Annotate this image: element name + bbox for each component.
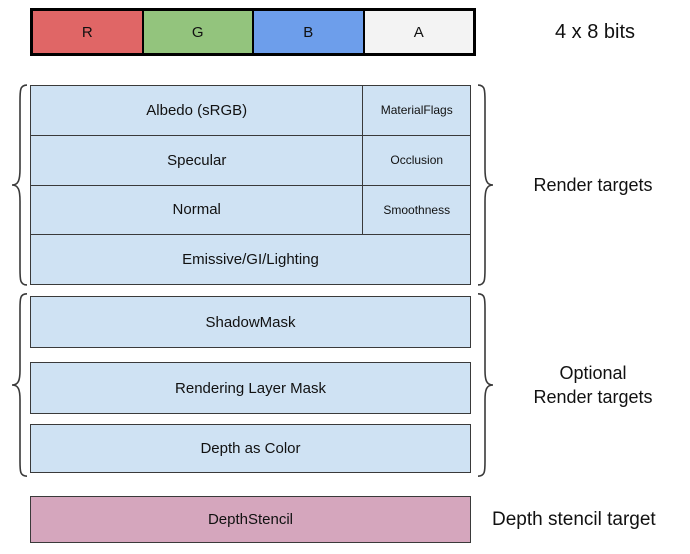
channel-cell-green: G xyxy=(141,11,252,53)
optional-render-targets-label: Optional Render targets xyxy=(498,294,688,476)
optional-label-line1: Optional xyxy=(559,362,627,383)
optional-label-line2: Render targets xyxy=(533,387,653,407)
cell-albedo: Albedo (sRGB) xyxy=(146,101,248,119)
cell-specular: Specular xyxy=(167,151,227,169)
cell-materialflags: MaterialFlags xyxy=(362,86,470,135)
depth-stencil-target-label: Depth stencil target xyxy=(492,496,682,543)
left-brace-optional-targets xyxy=(7,292,29,478)
table-row-albedo: Albedo (sRGB) MaterialFlags xyxy=(31,86,470,135)
rgba-channel-bar: R G B A xyxy=(30,8,476,56)
box-shadowmask: ShadowMask xyxy=(30,296,471,348)
render-targets-label: Render targets xyxy=(498,85,688,285)
cell-normal: Normal xyxy=(172,201,221,219)
table-row-normal: Normal Smoothness xyxy=(31,184,470,235)
box-depthstencil: DepthStencil xyxy=(30,496,471,543)
channel-cell-red: R xyxy=(33,11,142,53)
render-targets-table: Albedo (sRGB) MaterialFlags Specular Occ… xyxy=(30,85,471,285)
left-brace-render-targets xyxy=(7,83,29,287)
cell-occlusion: Occlusion xyxy=(362,135,470,185)
depth-stencil-label-text: Depth stencil target xyxy=(492,508,656,530)
table-row-specular: Specular Occlusion xyxy=(31,134,470,185)
channel-cell-blue: B xyxy=(252,11,363,53)
bits-label: 4 x 8 bits xyxy=(554,20,636,43)
render-targets-label-text: Render targets xyxy=(533,174,653,195)
box-rendering-layer-mask: Rendering Layer Mask xyxy=(30,362,471,414)
table-row-emissive: Emissive/GI/Lighting xyxy=(31,234,470,284)
right-brace-render-targets xyxy=(476,83,498,287)
cell-smoothness: Smoothness xyxy=(362,185,470,235)
channel-cell-alpha: A xyxy=(362,11,473,53)
box-depth-as-color: Depth as Color xyxy=(30,424,471,473)
cell-emissive: Emissive/GI/Lighting xyxy=(182,251,319,269)
right-brace-optional-targets xyxy=(476,292,498,478)
